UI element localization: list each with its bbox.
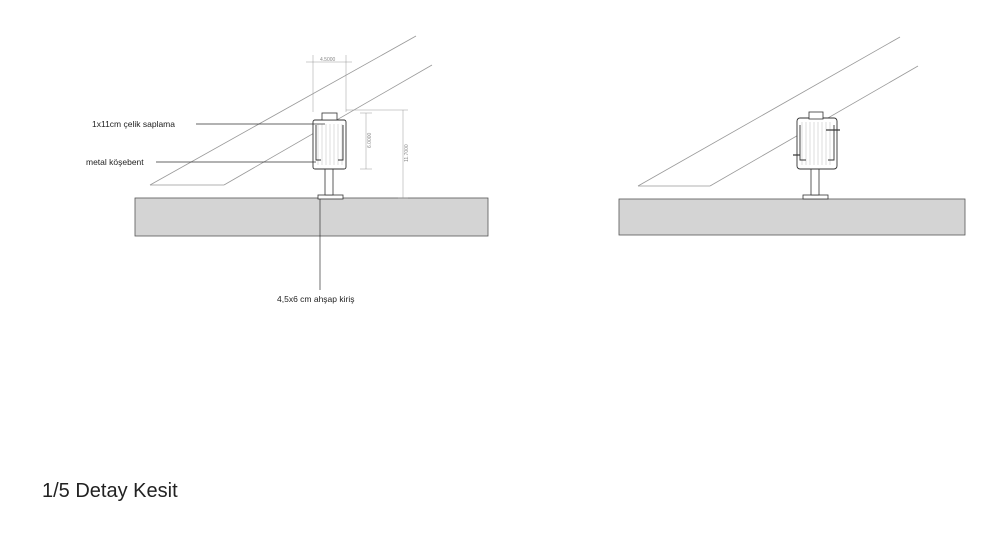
dim-width: 4.5000 xyxy=(320,57,336,63)
right-wood-grain xyxy=(801,122,831,165)
dim-total-height: 11.7000 xyxy=(404,144,410,162)
right-detail xyxy=(618,36,966,236)
right-base-plate xyxy=(802,194,829,200)
left-steel-stud xyxy=(324,167,334,196)
dim-inner-height: 6.0000 xyxy=(367,132,373,148)
left-wood-grain xyxy=(317,124,343,165)
right-top-cap xyxy=(808,111,824,120)
left-detail: 4.5000 6.0000 11.7000 1x11cm çelik sapla… xyxy=(86,35,489,304)
left-slope-upper xyxy=(149,35,417,186)
dimension-lines xyxy=(306,55,408,199)
right-slab xyxy=(618,198,966,236)
left-top-cap xyxy=(321,112,338,121)
left-base-plate xyxy=(317,194,344,200)
drawing-title: 1/5 Detay Kesit xyxy=(42,480,178,502)
label-metal-bracket: metal köşebent xyxy=(86,157,144,167)
right-bracket-right xyxy=(828,125,835,161)
right-slope-upper xyxy=(637,36,901,187)
left-slab xyxy=(134,197,489,237)
right-steel-stud xyxy=(810,167,820,196)
label-steel-stud: 1x11cm çelik saplama xyxy=(92,119,175,129)
right-metal-bracket xyxy=(799,125,806,161)
label-wood-beam: 4,5x6 cm ahşap kiriş xyxy=(277,294,354,304)
left-metal-bracket xyxy=(315,125,321,161)
left-bracket-right xyxy=(338,125,344,161)
right-wood-beam xyxy=(796,117,838,170)
